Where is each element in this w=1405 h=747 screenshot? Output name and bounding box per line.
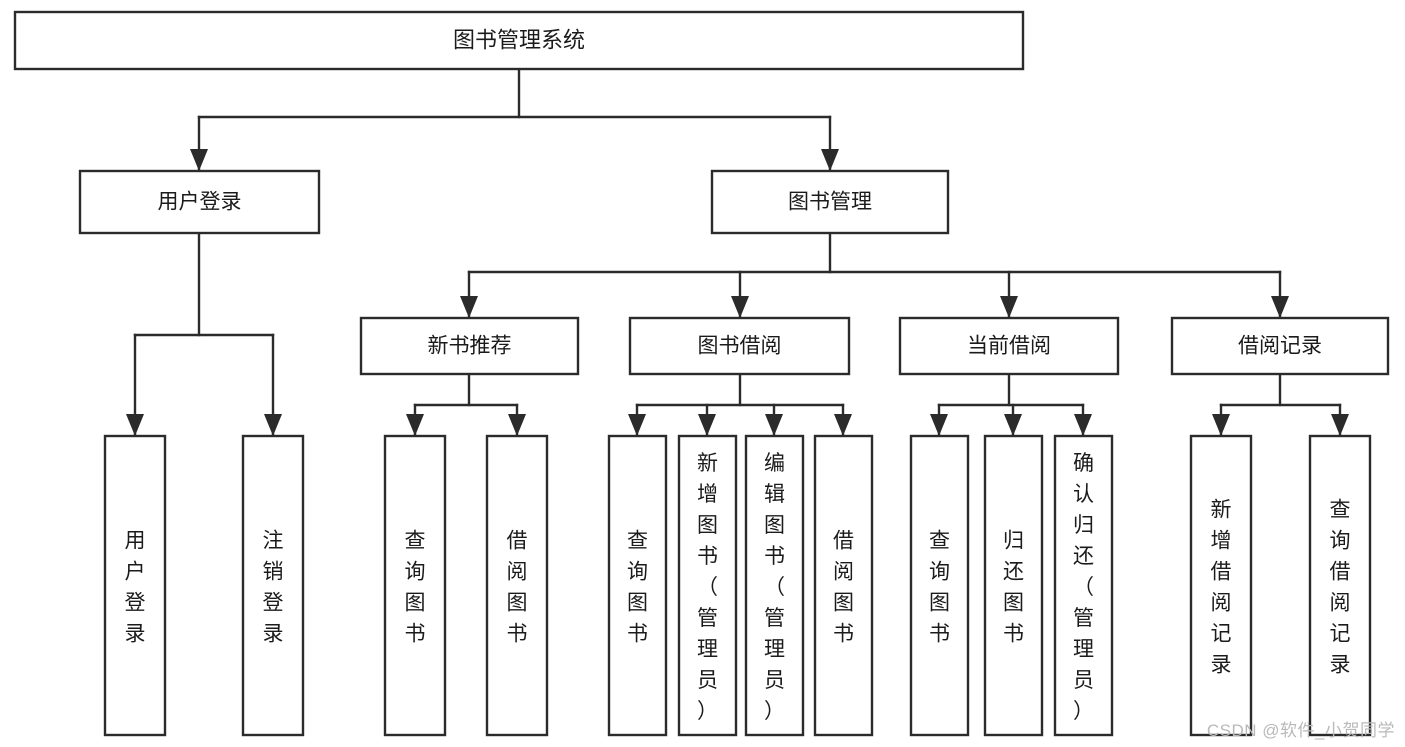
arrow-head-icon [1212,414,1230,436]
arrow-head-icon [460,296,478,318]
leaf-node-box[interactable] [1189,434,1253,737]
arrow-head-icon [834,414,852,436]
level2-node-label: 图书管理 [788,191,872,214]
arrow-head-icon [821,149,839,171]
connector-layer [126,67,1349,438]
level3-node-label: 当前借阅 [967,335,1051,358]
node-book-manage[interactable]: 图书管理 [710,169,950,235]
node-leaf-query-record[interactable]: 查询借阅记录 [1308,434,1372,737]
level2-node-box[interactable] [710,169,950,235]
node-leaf-confirm-return[interactable]: 确认归还（管理员） [1053,434,1114,737]
node-leaf-borrow-book[interactable]: 借阅图书 [813,434,874,737]
leaf-node-box[interactable] [103,434,167,737]
arrow-head-icon [765,414,783,436]
leaf-node-box[interactable] [813,434,874,737]
node-layer: 图书管理系统用户登录图书管理新书推荐图书借阅当前借阅借阅记录用户登录注销登录查询… [13,10,1390,737]
level3-node-box[interactable] [898,316,1120,376]
leaf-node-box[interactable] [909,434,970,737]
node-current-borrow[interactable]: 当前借阅 [898,316,1120,376]
arrow-head-icon [930,414,948,436]
node-borrow-record[interactable]: 借阅记录 [1170,316,1390,376]
leaf-node-box[interactable] [983,434,1044,737]
node-leaf-add-book[interactable]: 新增图书（管理员） [677,434,738,737]
level3-node-label: 新书推荐 [428,335,512,358]
node-leaf-query-book-cur[interactable]: 查询图书 [909,434,970,737]
leaf-node-label: 查询图书 [405,530,426,646]
leaf-node-label: 查询图书 [929,530,950,646]
level3-node-box[interactable] [359,316,580,376]
leaf-node-label: 新增借阅记录 [1211,499,1232,677]
level3-node-label: 借阅记录 [1238,335,1322,358]
node-book-borrow[interactable]: 图书借阅 [628,316,851,376]
arrow-head-icon [126,414,144,436]
leaf-node-label: 借阅图书 [507,530,528,646]
arrow-head-icon [1074,414,1092,436]
node-leaf-user-logout[interactable]: 注销登录 [241,434,305,737]
arrow-head-icon [508,414,526,436]
root-title-box[interactable] [13,10,1025,71]
node-leaf-query-book-borrow[interactable]: 查询图书 [607,434,668,737]
leaf-node-box[interactable] [744,434,805,737]
level3-node-box[interactable] [1170,316,1390,376]
arrow-head-icon [1331,414,1349,436]
leaf-node-label: 查询借阅记录 [1330,499,1351,677]
level3-node-box[interactable] [628,316,851,376]
arrow-head-icon [1004,414,1022,436]
node-leaf-user-login[interactable]: 用户登录 [103,434,167,737]
node-leaf-edit-book[interactable]: 编辑图书（管理员） [744,434,805,737]
leaf-node-box[interactable] [1308,434,1372,737]
leaf-node-label: 确认归还（管理员） [1073,452,1094,723]
arrow-head-icon [698,414,716,436]
root-title-label: 图书管理系统 [453,27,585,52]
arrow-head-icon [264,414,282,436]
leaf-node-label: 归还图书 [1003,530,1024,646]
leaf-node-box[interactable] [1053,434,1114,737]
node-user-login[interactable]: 用户登录 [78,169,321,235]
leaf-node-label: 编辑图书（管理员） [764,452,785,723]
leaf-node-box[interactable] [383,434,447,737]
node-leaf-add-record[interactable]: 新增借阅记录 [1189,434,1253,737]
level2-node-box[interactable] [78,169,321,235]
node-root[interactable]: 图书管理系统 [13,10,1025,71]
leaf-node-box[interactable] [241,434,305,737]
arrow-head-icon [190,149,208,171]
node-new-book-recommend[interactable]: 新书推荐 [359,316,580,376]
node-leaf-query-book-rec[interactable]: 查询图书 [383,434,447,737]
leaf-node-label: 注销登录 [263,530,284,646]
leaf-node-box[interactable] [607,434,668,737]
level2-node-label: 用户登录 [158,191,242,214]
leaf-node-label: 用户登录 [125,530,146,646]
node-leaf-return-book[interactable]: 归还图书 [983,434,1044,737]
leaf-node-box[interactable] [485,434,549,737]
arrow-head-icon [1271,296,1289,318]
arrow-head-icon [1000,296,1018,318]
leaf-node-label: 查询图书 [627,530,648,646]
leaf-node-label: 借阅图书 [833,530,854,646]
arrow-head-icon [628,414,646,436]
node-leaf-borrow-book-rec[interactable]: 借阅图书 [485,434,549,737]
leaf-node-label: 新增图书（管理员） [697,452,718,723]
watermark: CSDN @软件_小贺同学 [1206,721,1395,740]
arrow-head-icon [731,296,749,318]
arrow-head-icon [406,414,424,436]
leaf-node-box[interactable] [677,434,738,737]
level3-node-label: 图书借阅 [698,335,782,358]
